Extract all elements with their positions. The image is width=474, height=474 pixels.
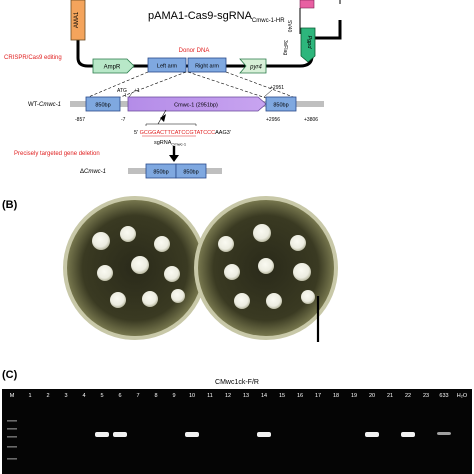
petri-dish-1 <box>63 196 207 340</box>
svg-text:850bp: 850bp <box>273 103 288 109</box>
wt-left-flank <box>85 96 121 112</box>
panel-a: AMA1 pAMA1-Cas9-sgRNACmwc-1-HR SV40 3xFl… <box>4 0 342 179</box>
lane-label-6: 6 <box>118 393 121 399</box>
right-arm-label: Right arm <box>195 64 219 70</box>
panel-b: (B) <box>2 196 338 346</box>
lane-label-1: 1 <box>28 393 31 399</box>
gel-band-lane-5 <box>95 432 109 437</box>
lane-label-20: 20 <box>369 393 375 399</box>
gel-band-lane-22 <box>401 432 415 437</box>
gel-band-lane-633 <box>437 432 451 435</box>
wt-gene-label: Cmwc-1 (2951bp) <box>174 103 218 109</box>
pos-2956-label: +2956 <box>266 117 280 123</box>
svg-text:850bp: 850bp <box>153 170 168 176</box>
gel-band-lane-6 <box>113 432 127 437</box>
svg-text:pyr4: pyr4 <box>249 65 262 71</box>
lane-label-2: 2 <box>46 393 49 399</box>
donor-dna-label: Donor DNA <box>179 48 210 54</box>
ladder-band <box>7 420 17 422</box>
sgrna-label: sgRNACmwc-1 <box>154 140 187 147</box>
lane-label-8: 8 <box>154 393 157 399</box>
atg-label: ATG <box>117 88 127 94</box>
gel-band-lane-10 <box>185 432 199 437</box>
lane-label-4: 4 <box>82 393 85 399</box>
ladder-band <box>7 458 17 460</box>
ladder-band <box>7 436 17 438</box>
lane-label-10: 10 <box>189 393 195 399</box>
lane-label-7: 7 <box>136 393 139 399</box>
panel-c-label: (C) <box>2 369 18 381</box>
lane-label-17: 17 <box>315 393 321 399</box>
wt-gene-arrow <box>127 96 267 112</box>
flag-label: 3xFlag <box>282 40 288 55</box>
homology-lines <box>85 71 297 99</box>
lane-label-13: 13 <box>243 393 249 399</box>
gel-image <box>2 389 472 474</box>
pink-element <box>299 0 315 9</box>
sv40-label: SV40 <box>286 20 292 32</box>
lane-label-M: M <box>10 393 15 399</box>
panel-b-label: (B) <box>2 199 18 211</box>
ampr-element: AmpR <box>92 58 135 74</box>
lane-label-3: 3 <box>64 393 67 399</box>
lane-label-9: 9 <box>172 393 175 399</box>
ladder-band <box>7 446 17 448</box>
lane-label-14: 14 <box>261 393 267 399</box>
petri-dish-2 <box>194 196 338 340</box>
gel-band-lane-20 <box>365 432 379 437</box>
gel-bands <box>7 420 451 460</box>
crispr-label: CRISPR/Cas9 editing <box>4 55 62 61</box>
lane-label-16: 16 <box>297 393 303 399</box>
deletion-label: Precisely targeted gene deletion <box>14 151 100 157</box>
pos-n7-label: -7 <box>121 117 126 123</box>
pos-3806-label: +3806 <box>304 117 318 123</box>
svg-text:850bp: 850bp <box>183 170 198 176</box>
svg-text:Pgpd: Pgpd <box>306 36 312 50</box>
plus1-label: +1 <box>134 88 140 94</box>
gel-band-lane-14 <box>257 432 271 437</box>
ladder-band <box>7 428 17 430</box>
mutant-label: ΔCmwc-1 <box>80 169 106 175</box>
lane-label-H₂O: H₂O <box>457 393 468 399</box>
lane-label-11: 11 <box>207 393 213 399</box>
ama1-label: AMA1 <box>74 11 80 28</box>
lane-label-18: 18 <box>333 393 339 399</box>
lane-label-633: 633 <box>439 393 448 399</box>
pgpd-element: Pgpd <box>300 27 316 63</box>
pyr4-element: pyr4 <box>239 58 267 74</box>
left-arm-label: Left arm <box>157 64 178 70</box>
ama1-element: AMA1 <box>70 0 86 41</box>
lane-label-5: 5 <box>100 393 103 399</box>
lane-label-23: 23 <box>423 393 429 399</box>
pos-2951-label: +2951 <box>270 85 284 91</box>
svg-text:AmpR: AmpR <box>104 65 121 71</box>
lane-label-22: 22 <box>405 393 411 399</box>
pos-n857-label: -857 <box>75 117 85 123</box>
svg-text:850bp: 850bp <box>95 103 110 109</box>
sgrna-sequence: 5' GCGGACTTCATCCGTATCCCAAG3' <box>134 130 231 136</box>
wt-right-flank <box>265 96 297 112</box>
lane-label-15: 15 <box>279 393 285 399</box>
lane-label-19: 19 <box>351 393 357 399</box>
lane-label-12: 12 <box>225 393 231 399</box>
gel-title: CMwc1ck-F/R <box>215 379 259 386</box>
wt-label: WT-Cmwc-1 <box>28 102 61 108</box>
plasmid-title: pAMA1-Cas9-sgRNACmwc-1-HR <box>148 10 285 24</box>
donor-arms: Left arm Right arm <box>147 57 227 73</box>
mutant-right-flank <box>175 163 207 179</box>
lane-label-21: 21 <box>387 393 393 399</box>
